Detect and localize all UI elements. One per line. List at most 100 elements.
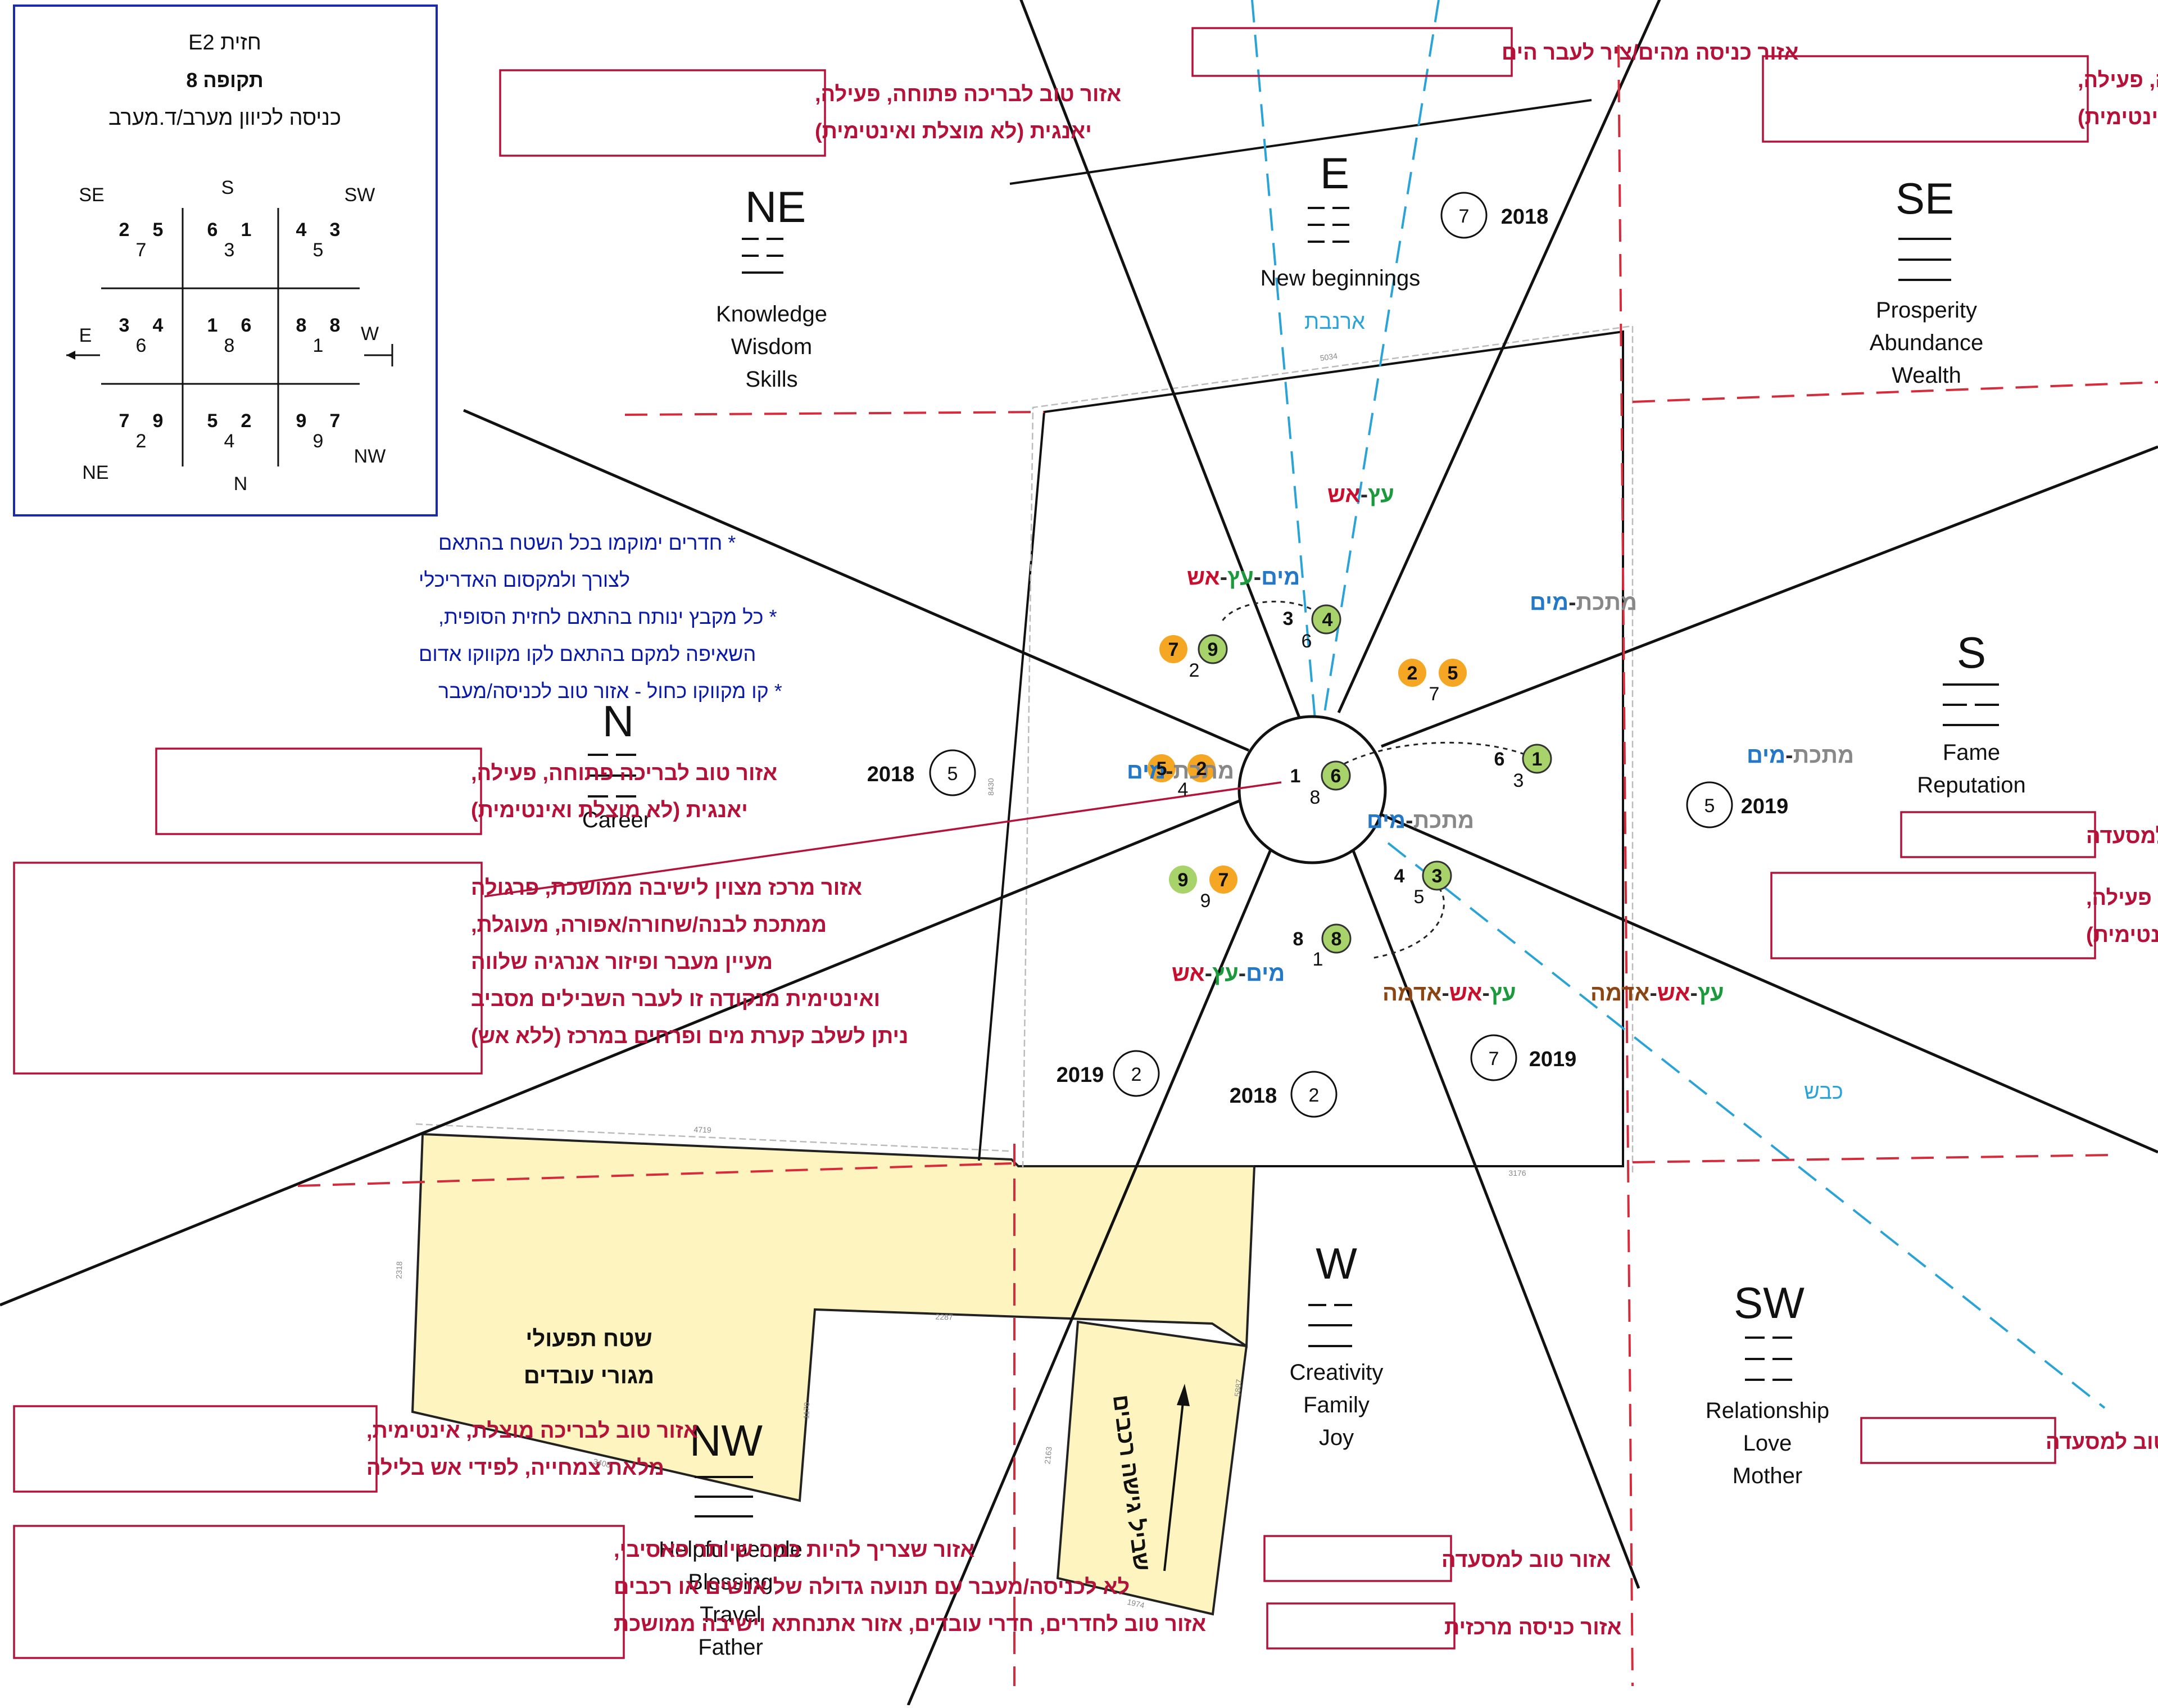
- element-word: אש: [1327, 482, 1361, 507]
- element-word: אש: [1449, 981, 1483, 1005]
- legend-cell-number: 7: [330, 410, 341, 432]
- element-word: -: [1220, 565, 1227, 590]
- legend-title-3: כניסה לכיוון מערב/ד.מערב: [108, 106, 341, 130]
- legend-cell-number: 7: [136, 239, 147, 261]
- sheep-label: כבש: [1804, 1080, 1843, 1104]
- element-word: -: [1482, 981, 1489, 1005]
- legend-title-2: תקופה 8: [186, 69, 263, 92]
- element-word: -: [1239, 961, 1246, 986]
- dim-staff-top: 4719: [693, 1125, 711, 1134]
- redbox-w-restaurant: אזור טוב למסעדה: [1441, 1548, 1611, 1572]
- star-s-c: 3: [1513, 770, 1524, 791]
- dim-left: 8430: [986, 778, 995, 795]
- element-label-nw-sector: מים-עץ-אש: [1172, 961, 1285, 986]
- star-center-c: 8: [1310, 787, 1321, 808]
- star-se-c: 7: [1429, 683, 1440, 705]
- dotted-arcs: [1219, 600, 1536, 959]
- dir-s-line-2: Reputation: [1917, 773, 2025, 798]
- trigram-nw-icon: [695, 1476, 753, 1517]
- trigram-w-icon: [1308, 1304, 1352, 1347]
- year-w-num: 2: [1309, 1085, 1320, 1106]
- redbox-top-center: אזור כניסה מהים/ציר לעבר הים: [1502, 41, 1799, 65]
- dir-w-line-3: Joy: [1319, 1425, 1354, 1450]
- legend-cell-number: 3: [330, 219, 341, 241]
- legend-label-nw: NW: [354, 446, 386, 467]
- dir-nw-line-3: Travel: [700, 1602, 761, 1627]
- star-ne-a: 7: [1168, 639, 1179, 660]
- element-word: -: [1690, 981, 1697, 1005]
- element-word: -: [1649, 981, 1657, 1005]
- element-word: אש: [1657, 981, 1690, 1005]
- legend-cell-number: 9: [153, 410, 164, 432]
- dir-nw-line-4: Father: [698, 1635, 763, 1660]
- red-dashed-lines: [297, 44, 2158, 1687]
- star-sw-a: 4: [1394, 866, 1405, 887]
- dim-staff-right: 1170: [801, 1402, 811, 1419]
- dir-w-letter: W: [1316, 1239, 1357, 1288]
- element-word: מים: [1246, 961, 1285, 986]
- dir-sw-letter: SW: [1734, 1278, 1805, 1328]
- star-n-a: 5: [1157, 758, 1167, 780]
- dim-top: 5034: [1320, 351, 1338, 363]
- legend-cell-number: 9: [296, 410, 307, 432]
- road-arrow: [1163, 1384, 1190, 1571]
- star-n-c: 4: [1178, 779, 1189, 800]
- dir-ne-line-2: Wisdom: [731, 334, 812, 359]
- element-word: -: [1785, 743, 1793, 768]
- star-center-a: 1: [1290, 765, 1301, 787]
- legend-cell-number: 7: [119, 410, 130, 432]
- dir-sw-line-2: Love: [1743, 1431, 1792, 1456]
- star-sw-b: 3: [1432, 866, 1443, 887]
- element-word: אש: [1172, 961, 1205, 986]
- star-se-b: 5: [1448, 663, 1458, 684]
- year-s-year: 2019: [1741, 795, 1789, 818]
- trigram-n-icon: [588, 754, 636, 798]
- dir-se-letter: SE: [1896, 174, 1954, 223]
- element-word: -: [1361, 482, 1368, 507]
- element-label-w-sector: עץ-אש-אדמה: [1382, 981, 1516, 1005]
- element-label-se-sector: מתכת-מים: [1530, 590, 1637, 615]
- legend-label-se: SE: [79, 184, 104, 206]
- redbox-center-2: ממתכת לבנה/שחורה/אפורה, מעוגלת,: [471, 913, 827, 937]
- star-e-a: 3: [1283, 608, 1294, 629]
- plot-offset-outline: [1022, 325, 1634, 1175]
- star-w-a: 8: [1293, 928, 1304, 950]
- year-s-num: 5: [1704, 795, 1715, 817]
- dim-road-right: 5887: [1232, 1379, 1243, 1397]
- legend-cell-number: 4: [153, 315, 164, 336]
- star-number-text: 3 4 6 7 9 2 2 5 7 5 2 4 1 6 8 6 1 3 9 7 …: [1157, 608, 1543, 970]
- element-word: עץ: [1490, 981, 1516, 1005]
- element-word: -: [1205, 961, 1212, 986]
- star-nw-c: 9: [1200, 890, 1211, 912]
- element-word: מתכת: [1173, 759, 1234, 783]
- redbox-nw-passive-3: אזור טוב לחדרים, חדרי עובדים, אזור אתנחת…: [614, 1612, 1206, 1636]
- center-pointer-line: [484, 781, 1282, 898]
- star-ne-c: 2: [1189, 660, 1200, 681]
- year-e-num: 7: [1459, 206, 1470, 227]
- redbox-s-pool-2: יאנגית (לא מוצלת ואינטימית): [2086, 923, 2158, 947]
- redbox-top-left-1: אזור טוב לבריכה פתוחה, פעילה,: [815, 83, 1121, 106]
- element-word: מתכת: [1413, 808, 1474, 833]
- legend-cell-number: 3: [224, 239, 235, 261]
- year-n-num: 5: [947, 763, 958, 785]
- staff-offset-outline: [415, 1123, 1009, 1152]
- legend-cell-number: 5: [313, 239, 324, 261]
- legend-cell-number: 2: [119, 219, 130, 241]
- star-nw-a: 9: [1178, 869, 1189, 891]
- note-line-4: השאיפה למקם בהתאם לקו מקווקו אדום: [419, 642, 756, 665]
- dir-w-line-1: Creativity: [1290, 1360, 1384, 1385]
- legend-cell-number: 1: [313, 335, 324, 356]
- legend-cell-number: 6: [241, 315, 252, 336]
- legend-cell-number: 6: [136, 335, 147, 356]
- year-sw-num: 7: [1489, 1048, 1499, 1070]
- star-e-c: 6: [1302, 631, 1312, 652]
- star-s-a: 6: [1494, 749, 1505, 770]
- legend-label-w: W: [361, 323, 379, 345]
- legend-label-e: E: [79, 325, 92, 346]
- legend-cell-number: 4: [224, 431, 235, 452]
- dir-se-line-3: Wealth: [1892, 363, 1961, 388]
- legend-cell-number: 8: [224, 335, 235, 356]
- redbox-center-3: מעיין מעבר ופיזור אנרגיה שלווה: [471, 950, 773, 974]
- dir-s-letter: S: [1957, 628, 1986, 677]
